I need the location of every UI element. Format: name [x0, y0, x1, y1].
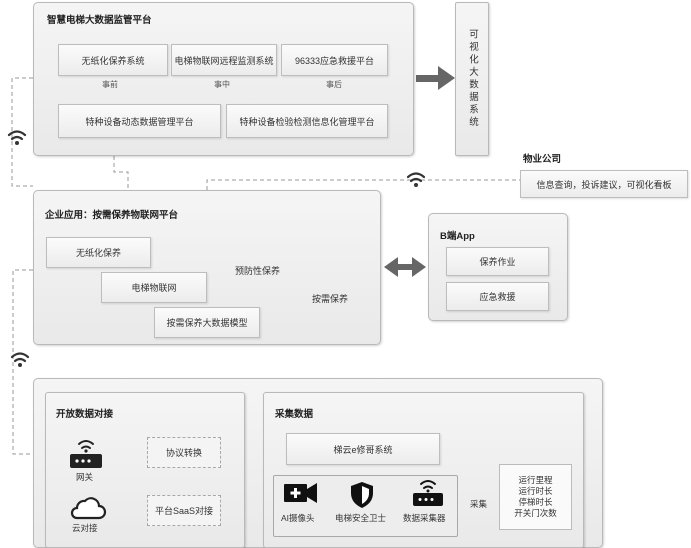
safety-guard-label: 电梯安全卫士 [335, 513, 387, 523]
tiyun-repair-system-box: 梯云e修哥系统 [286, 433, 440, 465]
data-collector-label: 数据采集器 [403, 513, 446, 523]
devices-group [273, 475, 458, 537]
arrow-right-icon [416, 66, 455, 90]
visualization-system-label: 可视化大数据系统 [467, 29, 478, 129]
metric-item: 停梯时长 [518, 497, 553, 507]
stage-during-label: 事中 [214, 80, 230, 89]
open-data-title: 开放数据对接 [56, 409, 114, 420]
visualization-system-panel [455, 2, 489, 156]
dashed-connector-left-top [11, 77, 33, 187]
enterprise-platform-title: 企业应用：按需保养物联网平台 [45, 210, 179, 221]
ai-camera-label: AI摄像头 [281, 513, 315, 523]
double-arrow-icon [384, 257, 426, 277]
paperless-maintenance-box: 无纸化保养 [46, 237, 151, 268]
maintenance-work-box: 保养作业 [446, 247, 549, 276]
paperless-maintenance-system-box: 无纸化保养系统 [58, 44, 168, 76]
protocol-conversion-box: 协议转换 [147, 437, 221, 468]
gateway-label: 网关 [76, 472, 94, 482]
emergency-rescue-box: 应急救援 [446, 282, 549, 311]
wifi-icon [406, 172, 426, 183]
metric-item: 运行时长 [518, 486, 553, 496]
wifi-icon [10, 352, 30, 363]
preventive-maintenance-label: 预防性保养 [235, 266, 281, 276]
cloud-docking-label: 云对接 [72, 523, 98, 533]
stage-before-label: 事前 [102, 80, 118, 89]
metrics-box: 运行里程 运行时长 停梯时长 开关门次数 [499, 464, 572, 530]
collect-label: 采集 [470, 499, 488, 509]
property-company-title: 物业公司 [523, 154, 562, 165]
on-demand-maintenance-label: 按需保养 [312, 294, 349, 304]
stage-after-label: 事后 [326, 80, 342, 89]
metric-item: 开关门次数 [514, 508, 557, 518]
dashed-connector-enterprise-to-property [206, 179, 520, 190]
inspection-info-platform-box: 特种设备检验检测信息化管理平台 [226, 104, 388, 138]
elevator-iot-box: 电梯物联网 [101, 272, 207, 303]
property-services-box: 信息查询，投诉建议，可视化看板 [520, 170, 688, 198]
metric-item: 运行里程 [518, 475, 553, 485]
b-app-title: B端App [440, 231, 475, 242]
emergency-rescue-platform-box: 96333应急救援平台 [281, 44, 388, 76]
saas-docking-box: 平台SaaS对接 [147, 495, 221, 526]
dashed-connector-top-to-enterprise [113, 156, 129, 190]
iot-remote-monitoring-box: 电梯物联网远程监测系统 [171, 44, 277, 76]
dynamic-data-platform-box: 特种设备动态数据管理平台 [58, 104, 221, 138]
wifi-icon [7, 130, 27, 141]
big-data-model-box: 按需保养大数据模型 [154, 307, 260, 338]
collect-data-title: 采集数据 [275, 409, 314, 420]
top-platform-title: 智慧电梯大数据监管平台 [47, 15, 152, 26]
